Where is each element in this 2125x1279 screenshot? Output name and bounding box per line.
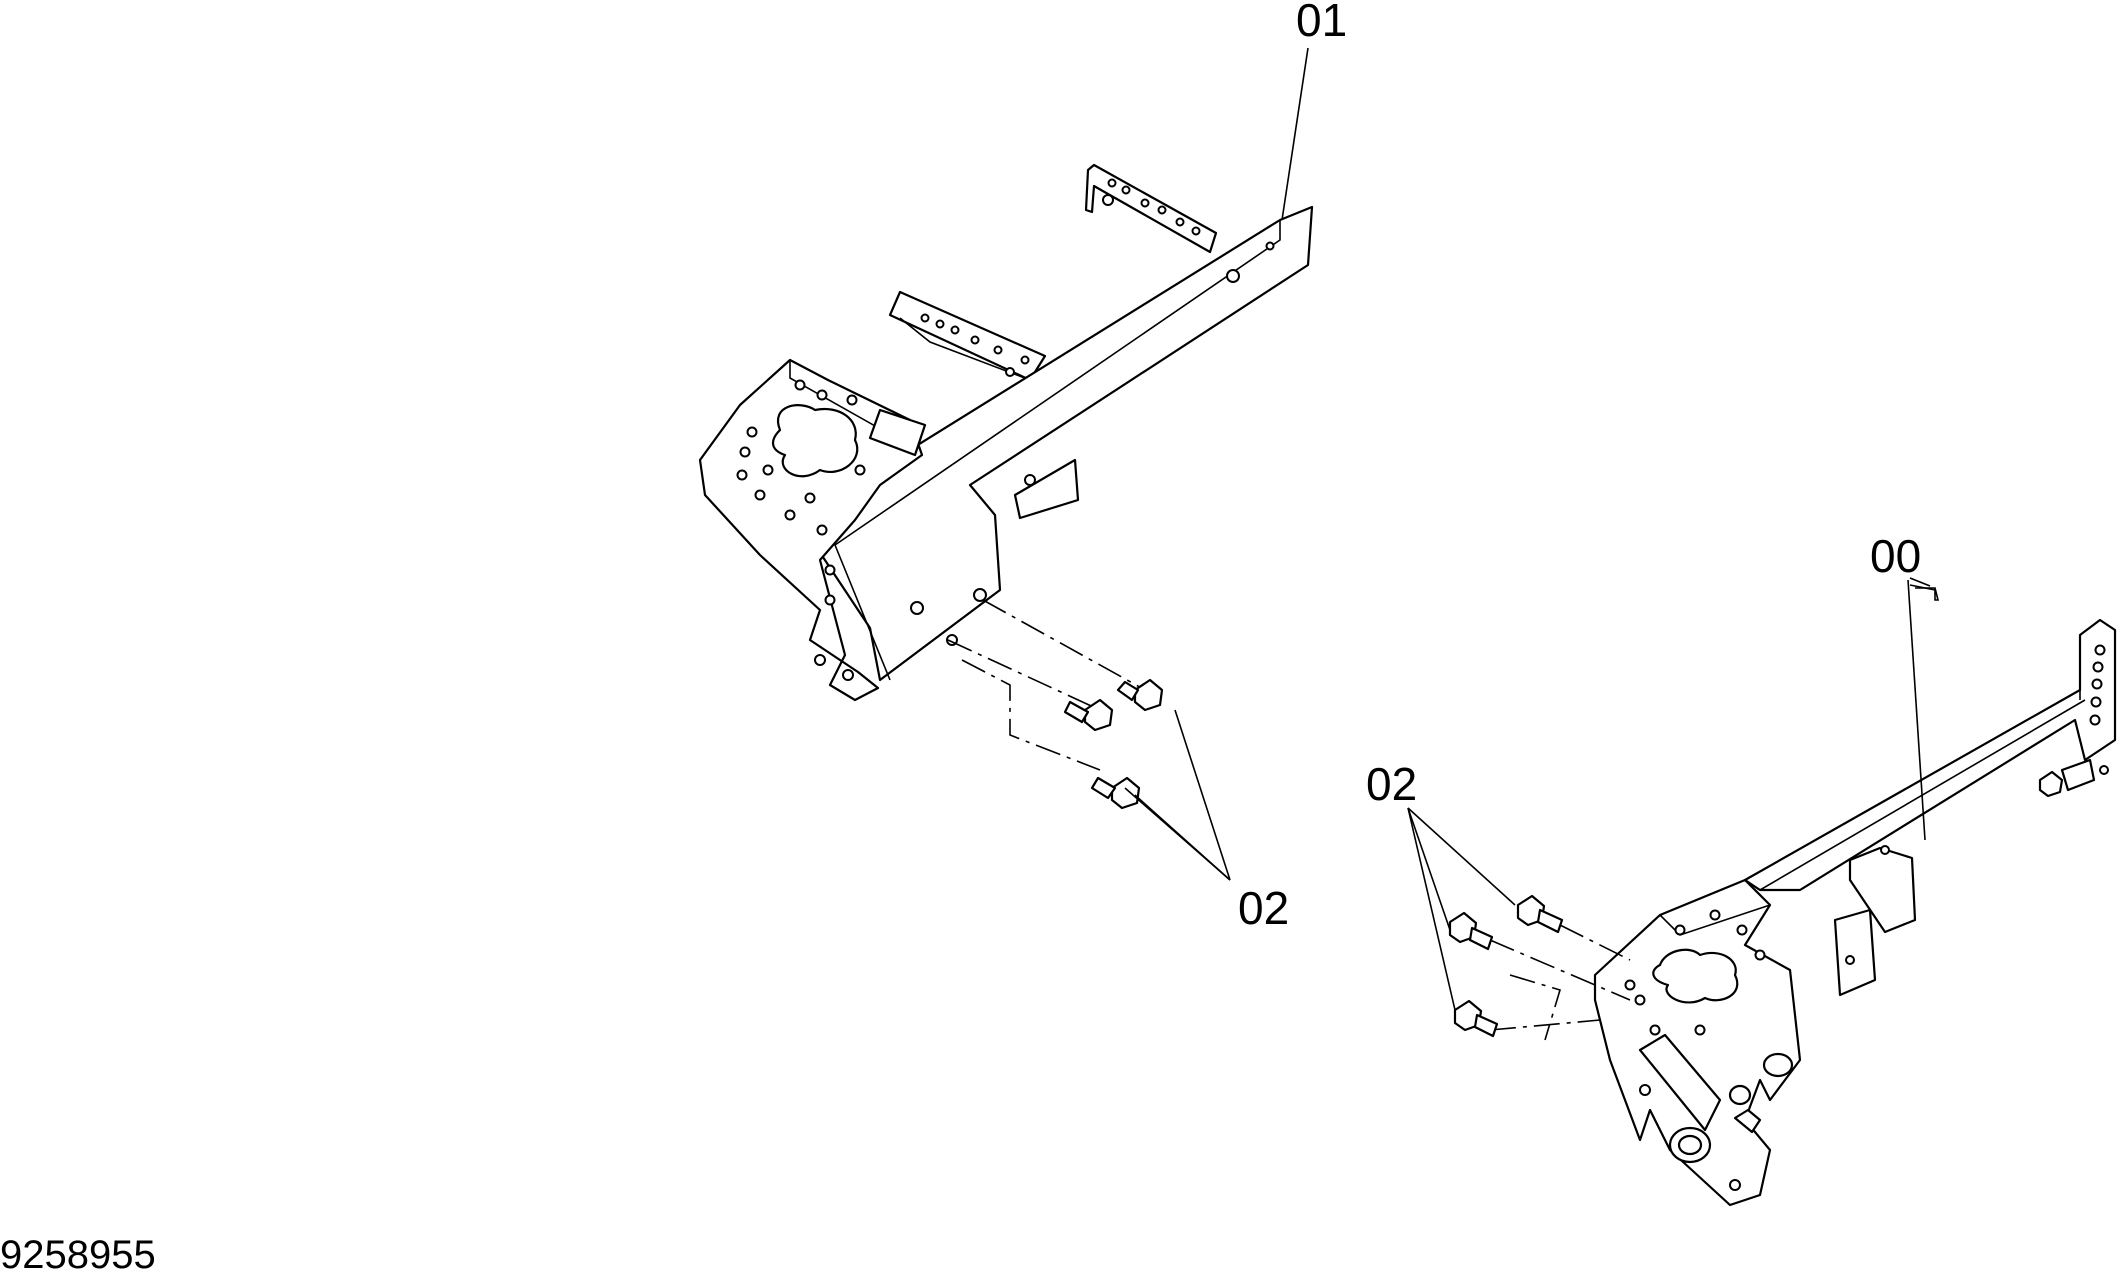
document-id: 9258955 [0, 1233, 156, 1274]
leader-lines [1124, 47, 1940, 1011]
bolt-3 [1090, 776, 1141, 810]
bolt-4 [1516, 894, 1564, 934]
bolt-1 [1116, 678, 1164, 712]
part-00-assembly [1593, 618, 2117, 1207]
part-02-bolts-lower [1448, 894, 1631, 1041]
bolt-2 [1063, 698, 1114, 732]
label-part-00: 00 [1870, 530, 1921, 582]
bolt-5 [1448, 911, 1494, 951]
label-part-02-lower: 02 [1366, 758, 1417, 810]
label-part-01: 01 [1296, 0, 1347, 46]
part-01-frame [698, 163, 1314, 702]
part-02-bolts-upper [947, 599, 1164, 810]
bolt-6 [1453, 999, 1499, 1038]
label-part-02-upper: 02 [1238, 882, 1289, 934]
